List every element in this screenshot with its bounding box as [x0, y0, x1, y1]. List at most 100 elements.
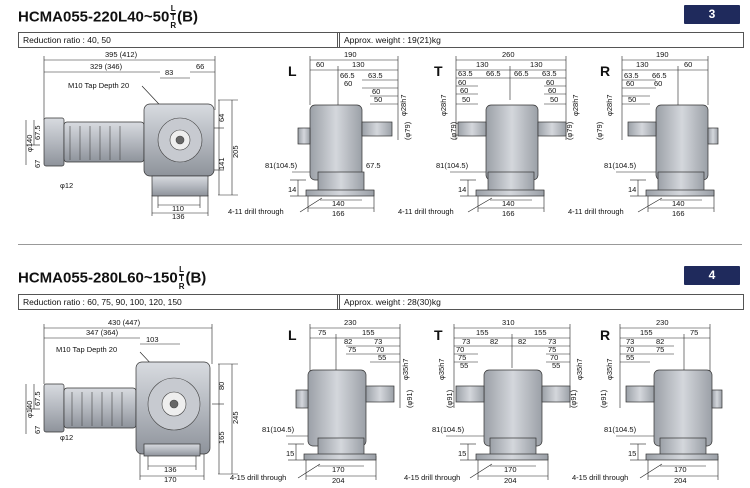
dim-height: 15	[628, 449, 636, 458]
dim-b: 155	[362, 328, 375, 337]
dim-110: 110	[172, 204, 184, 213]
dim-top: 310	[502, 318, 515, 327]
dim-base-inner: 140	[672, 199, 685, 208]
dim-d: 82	[490, 337, 498, 346]
dim-bore: (φ79)	[403, 121, 412, 140]
dim-base-outer: 166	[502, 209, 515, 218]
dim-a: 60	[316, 60, 324, 69]
view-R: R 230 155 75	[572, 318, 723, 485]
dim-i: 75	[458, 353, 466, 362]
dim-bore-right: (φ79)	[565, 121, 574, 140]
dim-c: 82	[344, 337, 352, 346]
view-letter: R	[600, 63, 610, 79]
tap-note: M10 Tap Depth 20	[56, 345, 117, 354]
dim-205: 205	[231, 145, 240, 158]
drawing-1: 395 (412) 329 (346) 83 66 M10 Tap Depth …	[25, 50, 719, 221]
view-letter: R	[600, 327, 610, 343]
dim-height: 14	[458, 185, 466, 194]
view-letter: T	[434, 63, 443, 79]
dim-bore: (φ91)	[405, 389, 414, 408]
dim-170: 170	[164, 475, 177, 484]
dim-j: 70	[550, 353, 558, 362]
approx-weight: Approx. weight : 19(21)kg	[339, 33, 441, 47]
dim-g: 55	[378, 353, 386, 362]
dim-drop: 81(104.5)	[604, 425, 637, 434]
dim-a: 130	[636, 60, 649, 69]
gearbox-foot	[143, 443, 201, 457]
dim-a: 75	[318, 328, 326, 337]
dim-h: 60	[546, 78, 554, 87]
dim-k: 55	[460, 361, 468, 370]
dim-136: 136	[172, 212, 185, 221]
page-badge: 3	[684, 5, 740, 24]
motor-fan-cover	[43, 117, 65, 167]
dim-base-inner: 140	[332, 199, 345, 208]
dim-e: 66.5	[514, 69, 529, 78]
dim-g: 70	[456, 345, 464, 354]
dim-f: 75	[656, 345, 664, 354]
dim-base-outer: 166	[332, 209, 345, 218]
approx-weight: Approx. weight : 28(30)kg	[339, 295, 441, 309]
dim-c: 63.5	[624, 71, 639, 80]
dim-top: 190	[656, 50, 669, 59]
dim-83: 83	[165, 68, 173, 77]
dim-c: 63.5	[458, 69, 473, 78]
dim-f: 60	[372, 87, 380, 96]
dim-d: 63.5	[368, 71, 383, 80]
view-letter: T	[434, 327, 443, 343]
dim-height: 15	[286, 449, 294, 458]
motor-fan-cover	[43, 383, 65, 433]
dim-64: 64	[217, 114, 226, 122]
reduction-ratio: Reduction ratio : 40, 50	[19, 33, 338, 47]
dim-phi12: φ12	[60, 433, 73, 442]
dim-side: 67.5	[366, 161, 381, 170]
dim-b: 75	[690, 328, 698, 337]
dim-bore-left: (φ91)	[445, 389, 454, 408]
dim-top: 230	[344, 318, 357, 327]
motor-body	[63, 121, 145, 163]
dim-shaft: φ35h7	[605, 358, 614, 380]
dim-drop: 81(104.5)	[604, 161, 637, 170]
dim-base-outer: 204	[674, 476, 687, 485]
dim-motor-length: 329 (346)	[90, 62, 123, 71]
dim-base-inner: 170	[674, 465, 687, 474]
drill-note: 4-15 drill through	[572, 473, 628, 482]
view-R: R 190 130	[568, 50, 719, 218]
dim-shaft-left: φ35h7	[437, 358, 446, 380]
side-view	[25, 56, 238, 216]
dim-67-5: 67.5	[33, 125, 42, 140]
dim-drop: 81(104.5)	[432, 425, 465, 434]
dim-f: 63.5	[542, 69, 557, 78]
dim-141: 141	[217, 157, 226, 170]
view-letter: L	[288, 63, 297, 79]
dim-f: 70	[376, 345, 384, 354]
dim-base-outer: 204	[332, 476, 345, 485]
dim-base-inner: 140	[502, 199, 515, 208]
dim-l: 50	[550, 95, 558, 104]
dim-e: 60	[344, 79, 352, 88]
view-T: T 310 155	[404, 318, 584, 485]
dim-d: 82	[656, 337, 664, 346]
drill-note: 4-15 drill through	[404, 473, 460, 482]
dim-f: 60	[654, 79, 662, 88]
dim-b: 130	[352, 60, 365, 69]
drill-note: 4-11 drill through	[398, 207, 454, 216]
dim-base-inner: 170	[504, 465, 517, 474]
dim-g: 55	[626, 353, 634, 362]
reduction-ratio: Reduction ratio : 60, 75, 90, 100, 120, …	[19, 295, 338, 309]
dim-c: 73	[462, 337, 470, 346]
dim-d: 66.5	[486, 69, 501, 78]
dim-245: 245	[231, 411, 240, 424]
dim-c: 66.5	[340, 71, 355, 80]
dim-drop: 81(104.5)	[265, 161, 298, 170]
dim-k: 50	[462, 95, 470, 104]
dim-top: 230	[656, 318, 669, 327]
view-T: T 260	[398, 50, 580, 218]
dim-f: 73	[548, 337, 556, 346]
view-letter: L	[288, 327, 297, 343]
dim-h: 75	[548, 345, 556, 354]
dim-165: 165	[217, 431, 226, 444]
dim-b: 60	[684, 60, 692, 69]
spec-bar: Reduction ratio : 60, 75, 90, 100, 120, …	[18, 294, 744, 310]
